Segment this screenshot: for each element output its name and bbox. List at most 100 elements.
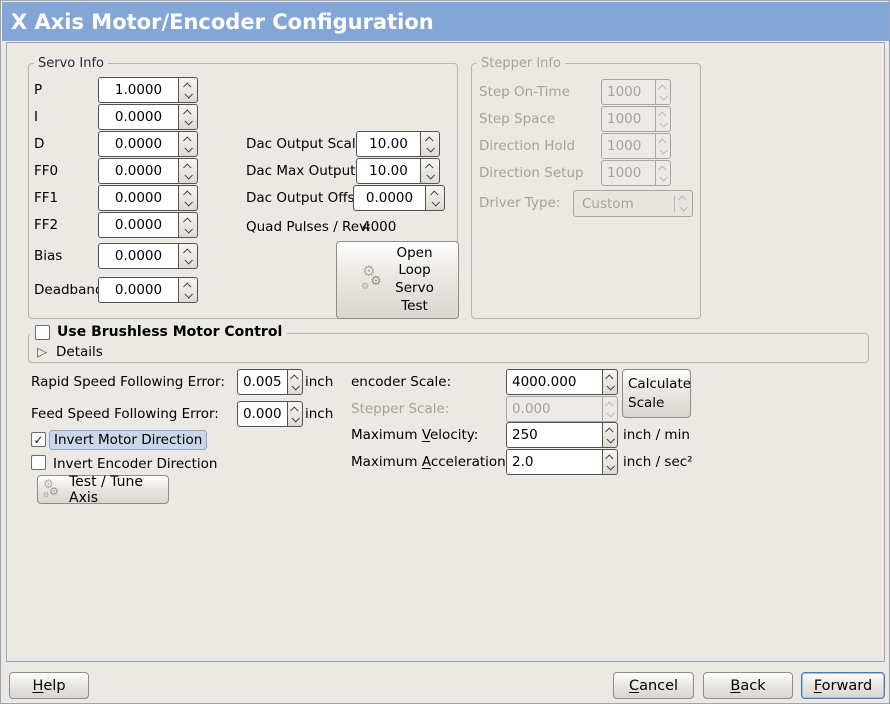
spin-down-icon	[659, 145, 668, 155]
servo-deadband-spinbox[interactable]	[98, 277, 198, 303]
maximum-velocity-label: Maximum Velocity:	[351, 422, 478, 448]
spin-buttons[interactable]	[178, 77, 198, 103]
servo-ff1-spinbox[interactable]	[98, 185, 198, 211]
spin-down-icon	[184, 89, 193, 99]
servo-d-input[interactable]	[98, 131, 179, 157]
back-button-label: Back	[730, 678, 765, 694]
label-text: Maximum	[351, 454, 422, 470]
maximum-acceleration-spinbox[interactable]	[506, 449, 618, 475]
help-button[interactable]: Help	[9, 672, 89, 699]
spin-buttons	[655, 133, 671, 159]
open-loop-servo-test-button[interactable]: ⚙ ⚙ ⚙ Open Loop Servo Test	[336, 241, 459, 319]
spin-up-icon	[183, 135, 192, 145]
encoder-scale-input[interactable]	[506, 369, 603, 395]
spin-buttons[interactable]	[178, 158, 198, 184]
invert-encoder-direction-checkbox[interactable]	[31, 455, 46, 470]
label-text: elp	[43, 677, 66, 694]
servo-info-frame	[28, 63, 458, 319]
servo-bias-spinbox[interactable]	[98, 243, 198, 269]
spin-buttons[interactable]	[420, 158, 440, 184]
details-expander[interactable]: ▷ Details	[37, 344, 103, 360]
feed-following-error-spinbox[interactable]	[237, 401, 303, 427]
spin-buttons[interactable]	[178, 185, 198, 211]
direction-setup-input	[601, 160, 656, 186]
servo-ff0-input[interactable]	[98, 158, 179, 184]
step-space-input	[601, 106, 656, 132]
spin-buttons[interactable]	[178, 212, 198, 238]
invert-encoder-direction-label[interactable]: Invert Encoder Direction	[53, 456, 218, 472]
dac-max-output-label: Dac Max Output:	[246, 163, 361, 179]
label-text: ancel	[639, 677, 679, 694]
dac-max-output-input[interactable]	[356, 158, 421, 184]
spin-up-icon	[183, 108, 192, 118]
spin-buttons[interactable]	[602, 449, 618, 475]
label-mnemonic: H	[32, 677, 44, 694]
encoder-scale-spinbox[interactable]	[506, 369, 618, 395]
label-mnemonic: V	[421, 427, 430, 443]
servo-ff1-input[interactable]	[98, 185, 179, 211]
spin-buttons[interactable]	[425, 185, 445, 211]
servo-d-spinbox[interactable]	[98, 131, 198, 157]
rapid-following-error-spinbox[interactable]	[237, 369, 303, 395]
gear-icon: ⚙	[362, 262, 376, 280]
spin-down-icon	[659, 91, 668, 101]
button-label-line: Open	[396, 244, 433, 261]
calculate-scale-button[interactable]: Calculate Scale	[622, 369, 691, 418]
dac-output-offset-input[interactable]	[353, 185, 426, 211]
forward-button-label: Forward	[814, 678, 872, 694]
spin-down-icon	[184, 224, 193, 234]
servo-ff2-input[interactable]	[98, 212, 179, 238]
stepper-scale-spinbox	[506, 396, 618, 422]
maximum-acceleration-unit: inch / sec²	[623, 454, 693, 470]
calculate-scale-button-label: Calculate Scale	[628, 376, 692, 411]
spin-buttons[interactable]	[287, 401, 303, 427]
gears-icon: ⚙ ⚙ ⚙	[43, 478, 65, 502]
spin-buttons[interactable]	[602, 422, 618, 448]
dac-output-scale-input[interactable]	[356, 131, 421, 157]
invert-motor-direction-checkbox[interactable]: ✓	[31, 432, 46, 447]
invert-motor-direction-label[interactable]: Invert Motor Direction	[49, 430, 208, 450]
servo-p-spinbox[interactable]	[98, 77, 198, 103]
dac-output-scale-spinbox[interactable]	[356, 131, 440, 157]
spin-down-icon	[426, 143, 435, 153]
servo-i-label: I	[34, 109, 38, 125]
spin-buttons[interactable]	[178, 131, 198, 157]
spin-down-icon	[184, 197, 193, 207]
open-loop-button-label: Open Loop Servo Test	[395, 245, 434, 315]
dac-output-offset-spinbox[interactable]	[353, 185, 445, 211]
servo-deadband-input[interactable]	[98, 277, 179, 303]
forward-button[interactable]: Forward	[801, 672, 885, 699]
spin-buttons[interactable]	[178, 243, 198, 269]
stepper-scale-input	[506, 396, 603, 422]
spin-up-icon	[658, 137, 667, 147]
rapid-following-error-input[interactable]	[237, 369, 288, 395]
spin-down-icon	[606, 408, 615, 418]
servo-bias-input[interactable]	[98, 243, 179, 269]
button-label-line: Loop	[398, 262, 431, 279]
spin-buttons[interactable]	[178, 277, 198, 303]
test-tune-axis-button[interactable]: ⚙ ⚙ ⚙ Test / Tune Axis	[37, 474, 169, 506]
servo-i-input[interactable]	[98, 104, 179, 130]
maximum-acceleration-input[interactable]	[506, 449, 603, 475]
feed-following-error-input[interactable]	[237, 401, 288, 427]
servo-ff2-spinbox[interactable]	[98, 212, 198, 238]
back-button[interactable]: Back	[703, 672, 793, 699]
servo-ff0-spinbox[interactable]	[98, 158, 198, 184]
spin-buttons[interactable]	[287, 369, 303, 395]
spin-down-icon	[659, 172, 668, 182]
spin-down-icon	[606, 461, 615, 471]
cancel-button[interactable]: Cancel	[613, 672, 694, 699]
servo-p-input[interactable]	[98, 77, 179, 103]
use-brushless-checkbox[interactable]	[35, 324, 50, 340]
spin-buttons[interactable]	[178, 104, 198, 130]
maximum-acceleration-label: Maximum Acceleration:	[351, 449, 510, 475]
maximum-velocity-spinbox[interactable]	[506, 422, 618, 448]
servo-i-spinbox[interactable]	[98, 104, 198, 130]
spin-down-icon	[184, 170, 193, 180]
direction-setup-label: Direction Setup	[479, 165, 584, 181]
spin-buttons[interactable]	[420, 131, 440, 157]
servo-d-label: D	[34, 136, 45, 152]
dac-max-output-spinbox[interactable]	[356, 158, 440, 184]
maximum-velocity-input[interactable]	[506, 422, 603, 448]
spin-buttons[interactable]	[602, 369, 618, 395]
